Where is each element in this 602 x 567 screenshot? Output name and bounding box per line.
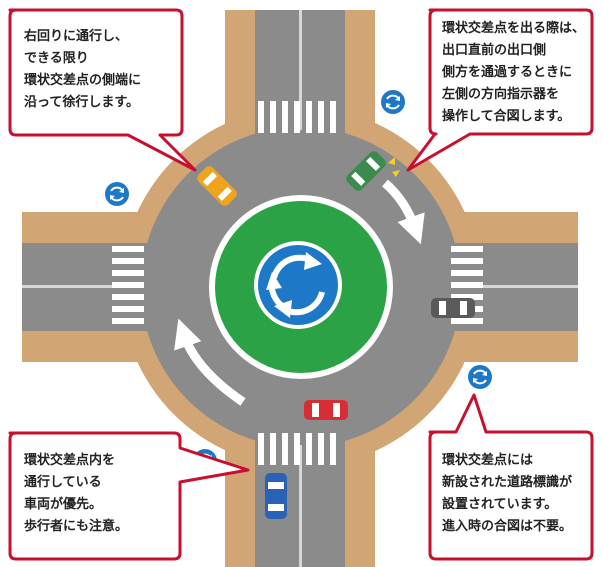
callout-line: 環状交差点を出る際は、 bbox=[442, 21, 586, 36]
curved-arrow-icon bbox=[174, 179, 425, 406]
callout-line: 車両が優先。 bbox=[24, 497, 103, 512]
car-icon bbox=[197, 166, 237, 206]
callout-line: 沿って徐行します。 bbox=[24, 95, 140, 110]
callout-line: 新設された道路標識が bbox=[442, 475, 573, 490]
car-icon bbox=[346, 151, 386, 191]
roundabout-sign-icon bbox=[101, 178, 133, 210]
roundabout-sign-icon bbox=[377, 86, 409, 118]
callout-line: 側方を通過するときに bbox=[442, 65, 573, 80]
car-icon bbox=[431, 298, 475, 318]
callout-line: 進入時の合図は不要。 bbox=[442, 519, 573, 534]
callout-top-left-text: 右回りに通行し、 できる限り 環状交差点の側端に 沿って徐行します。 bbox=[24, 26, 141, 114]
callout-bottom-right bbox=[428, 393, 594, 561]
callout-top-left bbox=[8, 8, 197, 172]
crosswalk-top bbox=[258, 101, 336, 133]
callout-line: 左側の方向指示器を bbox=[442, 87, 560, 102]
callout-line: 設置されています。 bbox=[442, 497, 558, 512]
crosswalk-left bbox=[112, 246, 144, 324]
crosswalk-bottom bbox=[258, 433, 336, 465]
roundabout-sign-icon bbox=[464, 361, 496, 393]
callout-line: 環状交差点には bbox=[442, 453, 534, 468]
callout-bottom-right-text: 環状交差点には 新設された道路標識が 設置されています。 進入時の合図は不要。 bbox=[442, 450, 572, 538]
callout-line: 通行している bbox=[24, 475, 102, 490]
roundabout-sign-icon bbox=[254, 241, 342, 329]
turn-signal-icon bbox=[388, 157, 400, 177]
callout-line: 操作して合図します。 bbox=[442, 109, 571, 124]
callout-bottom-left-text: 環状交差点内を 通行している 車両が優先。 歩行者にも注意。 bbox=[24, 450, 128, 538]
callout-line: 右回りに通行し、 bbox=[24, 29, 129, 44]
callout-line: できる限り bbox=[24, 51, 89, 66]
car-icon bbox=[304, 400, 348, 420]
car-icon bbox=[265, 473, 287, 519]
callout-bottom-left bbox=[8, 431, 250, 561]
callout-top-right bbox=[406, 8, 594, 172]
callout-top-right-text: 環状交差点を出る際は、 出口直前の出口側 側方を通過するときに 左側の方向指示器… bbox=[442, 18, 585, 128]
callout-line: 環状交差点内を bbox=[24, 453, 116, 468]
callout-line: 出口直前の出口側 bbox=[442, 43, 547, 58]
callout-line: 歩行者にも注意。 bbox=[24, 519, 129, 534]
callout-line: 環状交差点の側端に bbox=[24, 73, 142, 88]
